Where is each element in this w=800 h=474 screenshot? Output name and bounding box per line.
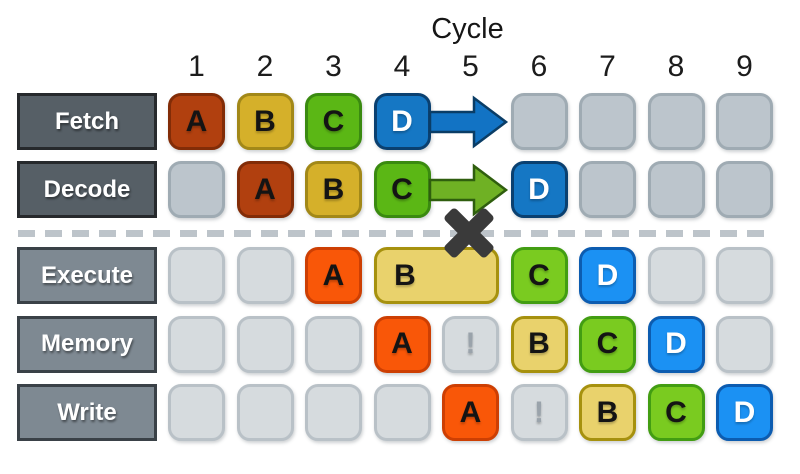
cell-letter: D: [733, 395, 756, 429]
cycle-number-8: 8: [667, 50, 685, 83]
cycle-number-4: 4: [393, 50, 411, 83]
cell-write-c7-B: B: [579, 384, 636, 441]
cycle-number-1: 1: [188, 50, 205, 83]
cell-write-c2-empty: [236, 384, 294, 441]
cell-letter: A: [322, 258, 345, 292]
cell-letter: C: [665, 395, 687, 429]
cell-fetch-c1-A: A: [168, 93, 225, 150]
cell-letter: A: [391, 327, 413, 360]
cell-letter: D: [665, 327, 687, 360]
cell-memory-c4-A: A: [373, 315, 431, 373]
cell-execute-c8-empty: [647, 247, 705, 304]
cell-letter: C: [391, 172, 413, 206]
cell-memory-c1-empty: [168, 315, 225, 373]
cell-write-c5-A: A: [442, 384, 499, 441]
cell-fetch-c7-empty: [579, 93, 636, 150]
cell-letter: D: [528, 172, 550, 206]
cell-fetch-c8-empty: [647, 93, 705, 150]
cell-memory-c2-empty: [236, 315, 294, 373]
cell-execute-c4-B: B: [373, 247, 499, 304]
cycle-number-5: 5: [462, 50, 479, 83]
cell-decode-c3-B: B: [305, 161, 362, 218]
cell-fetch-c4-D: D: [373, 93, 431, 150]
cell-letter: C: [528, 258, 550, 292]
cell-memory-c5-stall: !: [442, 315, 499, 373]
stage-label-write: Write: [17, 384, 157, 441]
cell-letter: B: [528, 327, 550, 360]
cell-execute-c7-D: D: [579, 247, 636, 304]
cell-write-c1-empty: [168, 384, 225, 441]
cell-execute-c9-empty: [716, 247, 773, 304]
diagram-title: Cycle: [431, 13, 504, 45]
cell-decode-c9-empty: [716, 161, 773, 218]
cell-decode-c2-A: A: [236, 161, 294, 218]
cycle-number-2: 2: [256, 50, 274, 83]
cell-fetch-c2-B: B: [236, 93, 294, 150]
cycle-number-7: 7: [599, 50, 616, 83]
cell-letter: B: [254, 104, 276, 138]
cell-letter: C: [596, 327, 619, 360]
cell-letter: D: [596, 258, 619, 292]
cell-letter: B: [322, 172, 345, 206]
cell-fetch-c6-empty: [510, 93, 568, 150]
cell-memory-c9-empty: [716, 315, 773, 373]
cell-write-c9-D: D: [716, 384, 773, 441]
cell-memory-c7-C: C: [579, 315, 636, 373]
cell-memory-c6-B: B: [510, 315, 568, 373]
stage-label-decode: Decode: [17, 161, 157, 218]
cycle-number-9: 9: [736, 50, 753, 83]
cell-execute-c1-empty: [168, 247, 225, 304]
cell-fetch-c3-C: C: [305, 93, 362, 150]
stage-label-execute: Execute: [17, 247, 157, 304]
fetch-forward-arrow-icon: [428, 95, 509, 148]
cell-write-c4-empty: [373, 384, 431, 441]
stage-label-memory: Memory: [17, 315, 157, 373]
pipeline-split-dashed-line: [18, 230, 768, 237]
cycle-number-3: 3: [325, 50, 342, 83]
cell-fetch-c9-empty: [716, 93, 773, 150]
cell-memory-c3-empty: [305, 315, 362, 373]
cell-letter: A: [185, 104, 208, 138]
cycle-number-6: 6: [530, 50, 548, 83]
cell-letter: !: [465, 327, 476, 360]
cell-letter: A: [459, 395, 482, 429]
cell-letter: A: [254, 172, 276, 206]
cell-decode-c6-D: D: [510, 161, 568, 218]
stage-label-fetch: Fetch: [17, 93, 157, 150]
cell-write-c6-stall: !: [510, 384, 568, 441]
cell-letter: D: [391, 104, 413, 138]
cell-decode-c4-C: C: [373, 161, 431, 218]
cell-decode-c1-empty: [168, 161, 225, 218]
cell-execute-c6-C: C: [510, 247, 568, 304]
cell-memory-c8-D: D: [647, 315, 705, 373]
decode-forward-arrow-icon: [428, 163, 509, 216]
cell-decode-c8-empty: [647, 161, 705, 218]
cell-execute-c3-A: A: [305, 247, 362, 304]
cell-write-c8-C: C: [647, 384, 705, 441]
cell-letter: C: [322, 104, 345, 138]
cell-letter: B: [394, 258, 416, 292]
stall-x-icon: [444, 208, 494, 258]
cell-letter: B: [596, 395, 619, 429]
cell-decode-c7-empty: [579, 161, 636, 218]
cell-write-c3-empty: [305, 384, 362, 441]
cell-execute-c2-empty: [236, 247, 294, 304]
cell-letter: !: [534, 395, 544, 429]
